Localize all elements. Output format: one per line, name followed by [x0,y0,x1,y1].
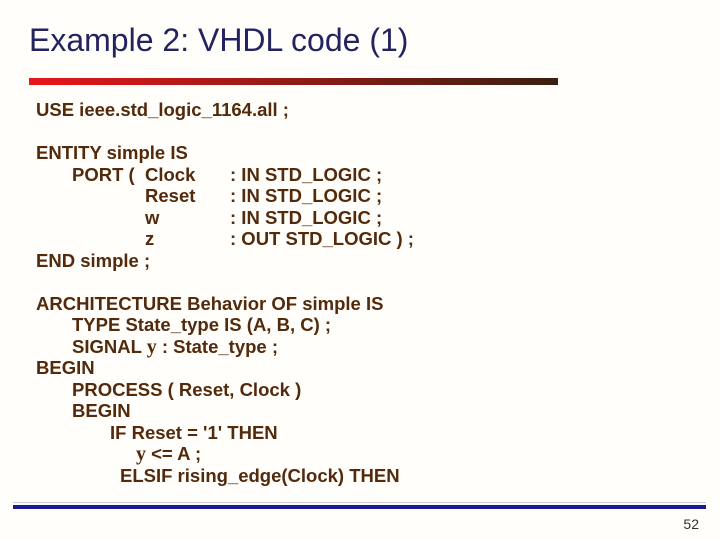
code-text: : IN STD_LOGIC ; [230,163,383,185]
footer-divider [13,502,706,509]
code-line: USE ieee.std_logic_1164.all ; [36,99,414,121]
code-line [36,271,414,293]
code-text: w [145,206,160,228]
code-line: ENTITY simple IS [36,142,414,164]
footer-divider-thick-line [13,505,706,509]
code-line: BEGIN [36,357,414,379]
code-line: TYPE State_type IS (A, B, C) ; [36,314,414,336]
code-text: IF Reset = '1' THEN [110,421,278,443]
title-underline-bar [29,78,558,85]
code-text: TYPE State_type IS (A, B, C) ; [72,314,332,335]
code-text: : IN STD_LOGIC ; [230,185,383,206]
code-line: PORT ( Clock : IN STD_LOGIC ; [36,164,414,186]
code-text: Reset [145,185,196,206]
vhdl-code-block: USE ieee.std_logic_1164.all ; ENTITY sim… [36,99,414,486]
code-signal-y: y [146,335,157,358]
code-line: y <= A ; [36,443,414,465]
code-text: PORT ( [72,163,145,185]
code-signal-y: y [136,443,146,465]
code-text: : State_type ; [156,335,278,357]
footer-divider-thin-line [13,502,706,503]
code-line: Reset : IN STD_LOGIC ; [36,185,414,207]
code-text: ENTITY simple IS [36,142,188,163]
code-text: USE ieee.std_logic_1164.all ; [36,99,289,120]
code-line: PROCESS ( Reset, Clock ) [36,379,414,401]
code-line: IF Reset = '1' THEN [36,422,414,444]
code-text: Clock [145,163,196,185]
code-line [36,121,414,143]
code-text: SIGNAL [72,335,147,357]
code-line: ARCHITECTURE Behavior OF simple IS [36,293,414,315]
slide-title: Example 2: VHDL code (1) [29,22,409,58]
code-text: : OUT STD_LOGIC ) ; [230,228,414,249]
code-text: BEGIN [72,400,131,421]
code-text: END simple ; [36,249,151,271]
code-line: SIGNAL y : State_type ; [36,336,414,358]
code-text: z [145,228,155,249]
code-line: z : OUT STD_LOGIC ) ; [36,228,414,250]
code-line: BEGIN [36,400,414,422]
code-text: BEGIN [36,357,95,378]
code-line: w : IN STD_LOGIC ; [36,207,414,229]
code-text: PROCESS ( Reset, Clock ) [72,378,302,400]
code-text: ELSIF rising_edge(Clock) THEN [120,464,400,486]
code-text: ARCHITECTURE Behavior OF simple IS [36,292,384,314]
code-text: : IN STD_LOGIC ; [230,206,383,228]
code-line: ELSIF rising_edge(Clock) THEN [36,465,414,487]
code-text: <= A ; [145,443,202,464]
code-line: END simple ; [36,250,414,272]
page-number: 52 [683,516,699,532]
